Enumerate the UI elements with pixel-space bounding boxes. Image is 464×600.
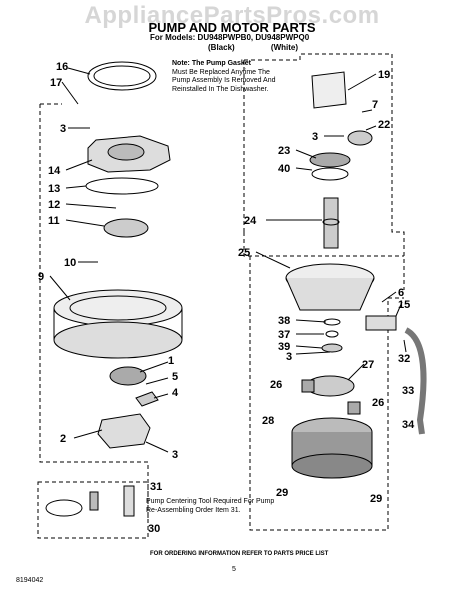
part-callout: 26 [372,397,384,409]
part-callout: 9 [38,271,44,283]
doc-number: 8194042 [16,577,44,584]
part-callout: 3 [312,131,318,143]
part-callout: 14 [48,165,61,177]
part-callout: 28 [262,415,274,427]
note-title: Note: The Pump Gasket [172,60,251,67]
part-callout: 3 [60,123,66,135]
part-callout: 40 [278,163,290,175]
note-text: Must Be Replaced Anytime The Pump Assemb… [172,68,276,93]
part-callout: 6 [398,287,404,299]
part-callout: 29 [276,487,288,499]
part-callout: 7 [372,99,378,111]
part-callout: 34 [402,419,415,431]
part-callout: 27 [362,359,374,371]
part-callout: 1 [168,355,174,367]
part-callout: 32 [398,353,410,365]
part-callout: 12 [48,199,60,211]
part-callout: 29 [370,493,382,505]
part-callout: 37 [278,329,290,341]
part-callout: 2 [60,433,66,445]
part-callout: 22 [378,119,390,131]
page-title: PUMP AND MOTOR PARTS [148,20,316,35]
part-callout: 3 [172,449,178,461]
part-callout: 10 [64,257,76,269]
pump-gasket-note: Note: The Pump Gasket Must Be Replaced A… [172,60,276,94]
part-callout: 38 [278,315,290,327]
part-callout: 5 [172,371,178,383]
color-black-label: (Black) [208,43,235,52]
part-callout: 3 [286,351,292,363]
part-callout: 4 [172,387,179,399]
part-callout: 23 [278,145,290,157]
color-white-label: (White) [270,43,299,52]
watermark: AppliancePartsPros.com [84,2,380,29]
page-number: 5 [232,566,236,573]
part-callout: 30 [148,523,160,535]
pump-tool-note: Pump Centering Tool Required For Pump Re… [146,498,275,514]
part-callout: 13 [48,183,60,195]
part-callout: 24 [244,215,257,227]
part-callout: 33 [402,385,414,397]
part-callout: 15 [398,299,410,311]
ordering-info: FOR ORDERING INFORMATION REFER TO PARTS … [150,551,329,557]
part-callout: 25 [238,247,250,259]
part-callout: 31 [150,481,162,493]
part-callout: 39 [278,341,290,353]
part-callout: 26 [270,379,282,391]
model-numbers: For Models: DU948PWPB0, DU948PWPQ0 [150,33,310,42]
part-callout: 19 [378,69,390,81]
model-colors: (Black) (White) [208,43,332,52]
part-callout: 17 [50,77,62,89]
part-callout: 16 [56,61,68,73]
part-callout: 11 [48,215,60,227]
